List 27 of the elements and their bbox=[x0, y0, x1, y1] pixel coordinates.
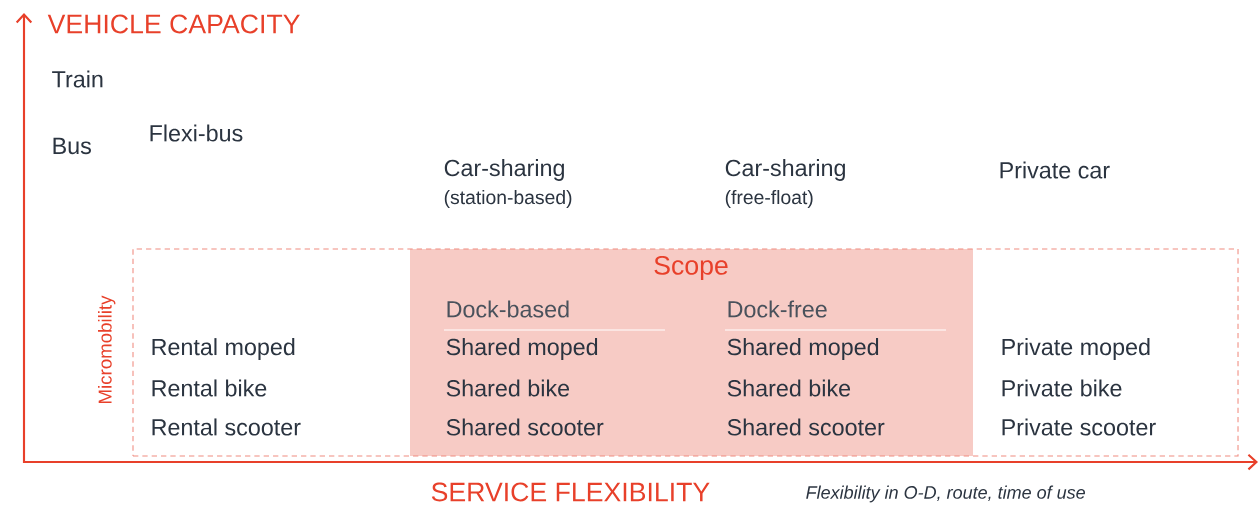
mode-label: Shared bike bbox=[446, 379, 570, 397]
mode-label: Car-sharing bbox=[444, 159, 564, 181]
mode-label: Train bbox=[52, 70, 103, 88]
mode-label: Shared scooter bbox=[727, 418, 885, 436]
axis-note: Flexibility in O-D, route, time of use bbox=[806, 485, 1085, 503]
mode-label: Private scooter bbox=[1002, 418, 1156, 436]
mode-label: Private moped bbox=[1002, 338, 1150, 360]
mode-label: Shared scooter bbox=[446, 418, 604, 436]
mode-label: Rental moped bbox=[152, 338, 295, 360]
column-heading: Dock-free bbox=[728, 300, 827, 318]
axis-group-label: Micromobility bbox=[98, 295, 116, 403]
mode-subtitle: (free-float) bbox=[725, 190, 813, 208]
scope-heading: Scope bbox=[654, 255, 728, 281]
axis-title: SERVICE FLEXIBILITY bbox=[431, 482, 710, 502]
mode-label: Flexi-bus bbox=[150, 124, 243, 142]
mode-label: Car-sharing bbox=[725, 159, 845, 181]
column-heading: Dock-based bbox=[447, 300, 569, 318]
mode-label: Bus bbox=[53, 137, 91, 155]
mode-label: Private car bbox=[1000, 161, 1110, 179]
mode-label: Shared moped bbox=[727, 338, 879, 360]
mode-label: Shared bike bbox=[727, 379, 851, 397]
mode-label: Private bike bbox=[1002, 379, 1122, 397]
mode-label: Rental scooter bbox=[152, 418, 301, 436]
mode-label: Rental bike bbox=[152, 379, 267, 397]
mode-label: Shared moped bbox=[446, 338, 598, 360]
mode-subtitle: (station-based) bbox=[444, 190, 572, 208]
axis-title: VEHICLE CAPACITY bbox=[47, 14, 300, 34]
